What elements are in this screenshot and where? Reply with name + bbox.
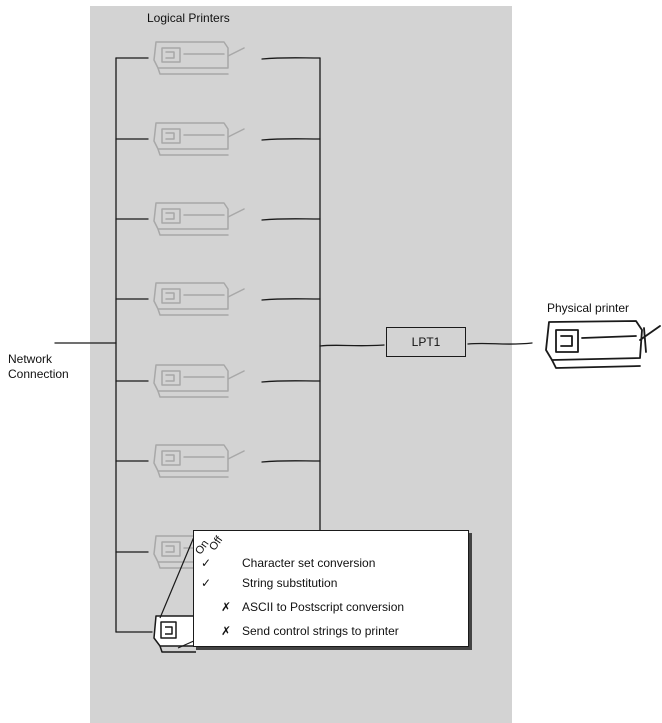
logical-printer-icon <box>153 122 245 156</box>
bus-to-port-line <box>319 344 385 347</box>
selected-logical-printer-icon <box>153 615 197 653</box>
lpt1-port-box: LPT1 <box>386 327 466 357</box>
option-off-cross-icon: ✗ <box>221 600 232 614</box>
physical-printer-icon <box>545 320 661 369</box>
option-label: String substitution <box>242 576 338 590</box>
physical-printer-label: Physical printer <box>547 301 630 315</box>
printer-options-callout: On Off ✓ Character set conversion ✓ Stri… <box>193 530 469 647</box>
logical-printer-icon <box>153 41 245 75</box>
network-connection-label: Network Connection <box>8 352 69 381</box>
logical-printer-icon <box>153 202 245 236</box>
option-label: Character set conversion <box>242 556 376 570</box>
option-on-check-icon: ✓ <box>201 576 212 590</box>
logical-printer-icon <box>153 282 245 316</box>
lpt1-port-label: LPT1 <box>411 335 441 349</box>
option-label: ASCII to Postscript conversion <box>242 600 405 614</box>
option-label: Send control strings to printer <box>242 624 399 638</box>
logical-printer-icon <box>153 364 245 398</box>
logical-printer-icon <box>153 444 245 478</box>
off-column-header: Off <box>207 534 226 553</box>
option-off-cross-icon: ✗ <box>221 624 232 638</box>
logical-printers-label: Logical Printers <box>147 11 230 25</box>
port-to-printer-line <box>467 342 533 345</box>
option-on-check-icon: ✓ <box>201 556 212 570</box>
